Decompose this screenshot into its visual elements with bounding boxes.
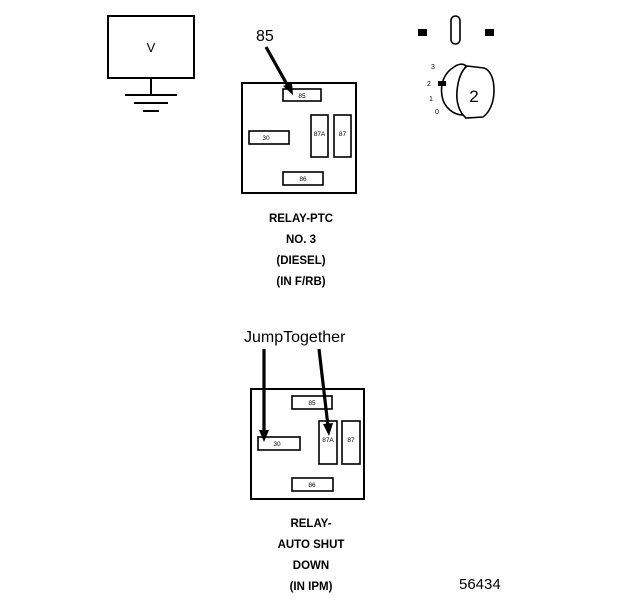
relay-ptc-pin-30 <box>248 130 290 145</box>
switch-left-marker-icon <box>418 29 427 36</box>
relay-asd-caption-2: AUTO SHUT <box>278 539 345 551</box>
relay-asd-pin-85-label: 85 <box>308 400 316 407</box>
voltmeter-box <box>107 15 195 79</box>
relay-ptc-pin-87a <box>310 114 329 158</box>
relay-ptc-pin-86 <box>282 171 324 186</box>
key-number: 2 <box>469 87 478 106</box>
relay-asd-pin-86 <box>291 477 334 492</box>
relay-ptc-callout: 85 <box>256 28 274 45</box>
voltmeter: V <box>107 15 195 112</box>
relay-ptc-caption-2: NO. 3 <box>286 234 316 246</box>
ignition-key-icon <box>438 63 495 119</box>
switch-position-0: 0 <box>435 109 439 116</box>
ground-symbol-icon <box>125 78 177 112</box>
voltmeter-label: V <box>147 40 156 55</box>
switch-position-3: 3 <box>431 64 435 71</box>
switch-position-1: 1 <box>429 96 433 103</box>
relay-ptc-pin-87 <box>333 114 352 158</box>
switch-right-marker-icon <box>485 29 494 36</box>
relay-asd-caption-3: DOWN <box>293 560 329 572</box>
relay-asd-callout: JumpTogether <box>244 329 346 346</box>
relay-asd-caption-1: RELAY- <box>290 518 331 530</box>
relay-ptc-caption-1: RELAY-PTC <box>269 213 333 225</box>
relay-ptc: 85 30 87A 87 86 85 RELAY-PTC NO. 3 (DIES… <box>241 28 357 288</box>
relay-ptc-caption-4: (IN F/RB) <box>276 276 325 288</box>
relay-asd-pin-30-label: 30 <box>273 441 281 448</box>
relay-asd-pin-87 <box>341 420 361 465</box>
relay-asd-pin-87a-label: 87A <box>322 437 334 444</box>
relay-asd-pin-86-label: 86 <box>308 482 316 489</box>
relay-ptc-pin-30-label: 30 <box>262 135 270 142</box>
switch-position-2: 2 <box>427 81 431 88</box>
relay-ptc-pin-87a-label: 87A <box>314 131 326 138</box>
relay-ptc-pin-87-label: 87 <box>339 131 347 138</box>
ignition-switch: 3 2 1 0 2 <box>418 15 495 119</box>
relay-ptc-pin-86-label: 86 <box>299 176 307 183</box>
relay-ptc-caption-3: (DIESEL) <box>276 255 325 267</box>
key-slot-icon <box>450 15 461 45</box>
figure-number: 56434 <box>459 576 501 593</box>
relay-asd: 85 30 87A 87 86 JumpTogether RELAY- AUTO… <box>244 329 365 593</box>
relay-asd-jumper-arrow-right-icon <box>317 348 333 436</box>
relay-ptc-callout-arrow-icon <box>264 46 293 95</box>
relay-asd-pin-30 <box>257 436 301 451</box>
relay-ptc-pin-85-label: 85 <box>298 93 306 100</box>
relay-asd-jumper-arrow-left-icon <box>259 349 269 442</box>
relay-asd-caption-4: (IN IPM) <box>290 581 333 593</box>
relay-asd-pin-85 <box>291 395 333 410</box>
relay-asd-pin-87-label: 87 <box>347 437 355 444</box>
